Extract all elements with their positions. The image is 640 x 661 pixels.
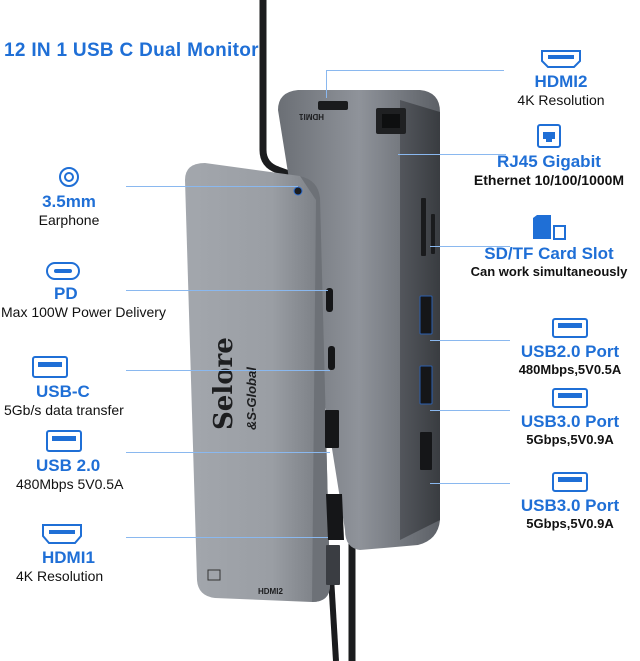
usb30-b-sub: 5Gbps,5V0.9A (526, 516, 614, 532)
hdmi1-print: HDMI1 (299, 112, 324, 121)
usb-port-icon (32, 356, 68, 378)
pd-sub: Max 100W Power Delivery (1, 304, 166, 321)
label-pd: PD Max 100W Power Delivery (0, 262, 200, 321)
usbc-sub: 5Gb/s data transfer (4, 402, 124, 419)
usb-port-icon (552, 318, 588, 338)
sd-card-icon (533, 215, 566, 240)
hdmi2-sub: 4K Resolution (517, 92, 605, 109)
connector-line-usb20 (126, 452, 330, 453)
connector-line-hdmi1 (126, 537, 328, 538)
usb-c-port-icon (46, 262, 80, 280)
label-rj45: RJ45 Gigabit Ethernet 10/100/1000M (458, 124, 640, 189)
usb30-a-heading: USB3.0 Port (520, 412, 620, 431)
label-usb20-right: USB2.0 Port 480Mbps,5V0.5A (508, 318, 632, 378)
usb30-a-sub: 5Gbps,5V0.9A (526, 432, 614, 448)
connector-line-usb30-b (430, 483, 510, 484)
label-sd: SD/TF Card Slot Can work simultaneously (458, 214, 640, 280)
earphone-heading: 3.5mm (42, 192, 96, 211)
pd-heading: PD (54, 284, 78, 303)
hdmi2-heading: HDMI2 (534, 72, 588, 91)
earphone-sub: Earphone (38, 212, 100, 229)
label-hdmi1: HDMI1 4K Resolution (14, 524, 144, 585)
brand-logo: Selore (209, 337, 239, 430)
label-earphone: 3.5mm Earphone (14, 166, 124, 229)
connector-vline-hdmi2 (326, 70, 327, 98)
rj45-sub: Ethernet 10/100/1000M (473, 172, 625, 189)
cable-top (259, 0, 302, 182)
ethernet-port-icon (537, 124, 561, 148)
usb20-right-heading: USB2.0 Port (520, 342, 620, 361)
sd-heading: SD/TF Card Slot (484, 244, 614, 263)
connector-line-usb20-right (430, 340, 510, 341)
usb-port-icon (46, 430, 82, 452)
label-usb30-a: USB3.0 Port 5Gbps,5V0.9A (508, 388, 632, 448)
label-usb20: USB 2.0 480Mbps 5V0.5A (12, 430, 142, 493)
hdmi2-print: HDMI2 (258, 587, 283, 596)
connector-line-pd (126, 290, 328, 291)
usb30-b-heading: USB3.0 Port (520, 496, 620, 515)
hdmi-port-icon (541, 50, 581, 68)
connector-line-usbc (126, 370, 330, 371)
label-hdmi2: HDMI2 4K Resolution (506, 50, 616, 109)
connector-line-usb30-a (430, 410, 510, 411)
label-usbc: USB-C 5Gb/s data transfer (2, 356, 152, 419)
hdmi-port-icon (42, 524, 82, 544)
usb-port-icon (552, 472, 588, 492)
connector-line-rj45 (398, 154, 506, 155)
connector-line-sd (430, 246, 510, 247)
hdmi1-sub: 4K Resolution (16, 568, 104, 585)
connector-line-earphone (126, 186, 298, 187)
sd-sub: Can work simultaneously (470, 264, 628, 280)
usb20-heading: USB 2.0 (36, 456, 101, 475)
usb20-right-sub: 480Mbps,5V0.5A (518, 362, 622, 378)
usb20-sub: 480Mbps 5V0.5A (16, 476, 124, 493)
brand-sub: &S-Global (244, 367, 259, 430)
earphone-jack-icon (59, 167, 79, 187)
usb-port-icon (552, 388, 588, 408)
connector-line-hdmi2 (326, 70, 504, 71)
hdmi1-heading: HDMI1 (42, 548, 95, 567)
page-title: 12 IN 1 USB C Dual Monitor (4, 40, 259, 61)
network-print-icon (207, 569, 221, 581)
rj45-heading: RJ45 Gigabit (497, 152, 601, 171)
usbc-heading: USB-C (36, 382, 90, 401)
label-usb30-b: USB3.0 Port 5Gbps,5V0.9A (508, 472, 632, 532)
hub-front (185, 163, 344, 602)
